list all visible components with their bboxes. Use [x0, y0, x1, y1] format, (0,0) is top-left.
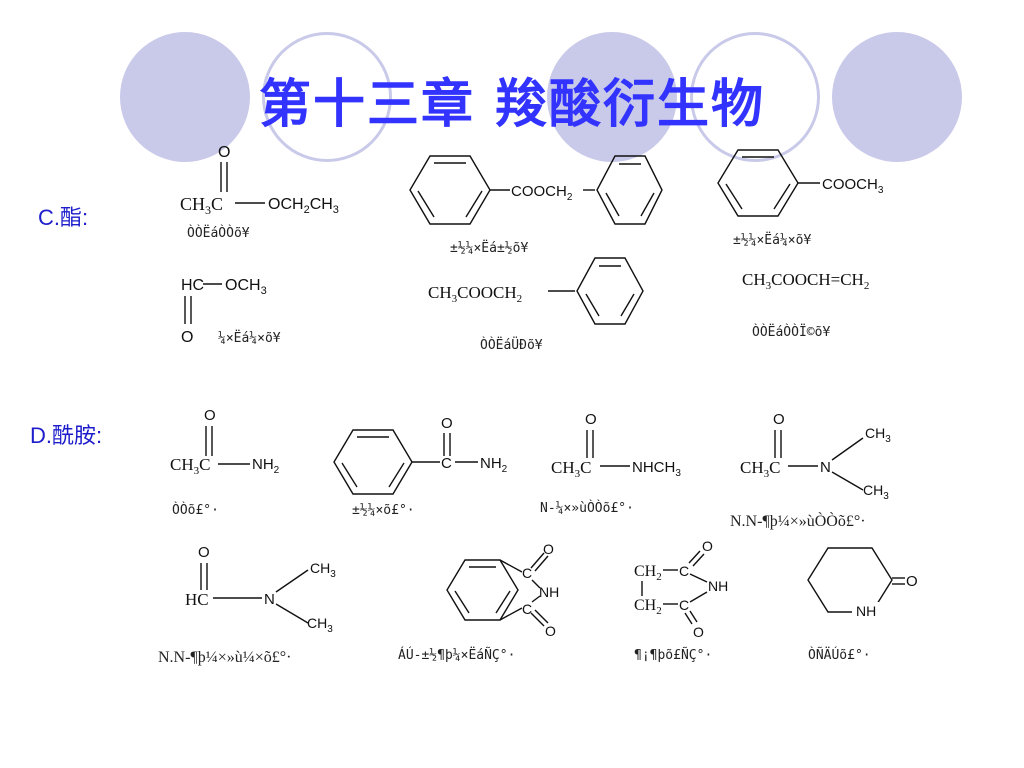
svg-text:O: O	[773, 411, 785, 428]
section-amides-label: D.酰胺:	[30, 423, 103, 448]
svg-text:CH3: CH3	[307, 615, 333, 635]
svg-text:C: C	[679, 563, 689, 579]
structure-succinimide: CH2 C O CH2 C O NH	[634, 538, 728, 640]
structure-ethyl-acetate: O CH3C OCH2CH3	[180, 144, 339, 217]
svg-text:OCH3: OCH3	[225, 277, 267, 297]
svg-text:COOCH3: COOCH3	[822, 176, 884, 196]
svg-text:NH: NH	[856, 603, 876, 619]
structure-benzamide: O C NH2	[333, 415, 508, 495]
svg-text:O: O	[198, 544, 210, 561]
svg-text:CH3COOCH2: CH3COOCH2	[428, 283, 522, 305]
svg-text:C: C	[679, 597, 689, 613]
caption-benzyl-acetate: ÒÒËáÜÐõ¥	[480, 338, 543, 353]
svg-text:NH: NH	[539, 584, 559, 600]
caption-vinyl-acetate: ÒÒËáÒÒÏ©õ¥	[752, 325, 831, 340]
svg-text:C: C	[441, 455, 452, 472]
decor-circle-4	[690, 32, 820, 162]
structure-nn-dimethylacetamide: O CH3C N CH3 CH3	[740, 411, 891, 502]
svg-text:CH3: CH3	[863, 482, 889, 502]
svg-text:C: C	[522, 601, 532, 617]
svg-text:O: O	[906, 573, 918, 590]
caption-ethyl-acetate: ÒÒËáÒÒõ¥	[187, 226, 250, 241]
structure-phthalimide: C C O O NH	[446, 541, 559, 639]
structure-benzyl-acetate: CH3COOCH2	[428, 257, 644, 325]
caption-acetamide: ÒÒõ£°·	[172, 503, 219, 518]
svg-text:O: O	[204, 407, 216, 424]
svg-text:NH: NH	[708, 578, 728, 594]
structure-methyl-formate: HC OCH3 O	[181, 277, 267, 346]
svg-text:CH3: CH3	[310, 560, 336, 580]
svg-text:CH2: CH2	[634, 563, 662, 583]
structure-benzyl-benzoate: COOCH2	[409, 155, 663, 225]
caption-succinimide: ¶¡¶þõ£ÑÇ°·	[634, 648, 713, 663]
structure-nn-dimethylformamide: O HC N CH3 CH3	[185, 544, 336, 635]
svg-text:NH2: NH2	[252, 456, 280, 476]
svg-text:N: N	[264, 591, 275, 608]
svg-text:O: O	[545, 623, 556, 639]
decor-circle-3	[547, 32, 677, 162]
svg-text:CH3C: CH3C	[180, 194, 223, 217]
svg-text:CH3: CH3	[865, 425, 891, 445]
caption-methyl-benzoate: ±½¼×Ëá¼×õ¥	[733, 233, 812, 248]
svg-text:NHCH3: NHCH3	[632, 459, 681, 479]
svg-text:C: C	[522, 565, 532, 581]
caption-phthalimide: ÁÚ-±½¶þ¼×ËáÑÇ°·	[398, 648, 516, 663]
svg-text:O: O	[543, 541, 554, 557]
decor-circle-5	[832, 32, 962, 162]
slide-title: 第十三章 羧酸衍生物	[258, 75, 766, 135]
svg-text:O: O	[702, 538, 713, 554]
svg-text:COOCH2: COOCH2	[511, 183, 573, 203]
structure-valerolactam: O NH	[807, 547, 918, 619]
svg-text:CH2: CH2	[634, 597, 662, 617]
caption-methyl-formate: ¼×Ëá¼×õ¥	[218, 331, 281, 346]
svg-text:O: O	[441, 415, 453, 432]
structure-acetamide: O CH3C NH2	[170, 407, 280, 477]
decor-circle-1	[120, 32, 250, 162]
caption-nn-dimethylacetamide: N.N-¶þ¼×»ùÒÒõ£°·	[730, 513, 866, 530]
caption-valerolactam: ÒÑÄÚõ£°·	[808, 648, 871, 663]
svg-text:O: O	[585, 411, 597, 428]
svg-text:O: O	[693, 624, 704, 640]
structure-vinyl-acetate: CH3COOCH=CH2	[742, 270, 869, 292]
svg-text:O: O	[181, 329, 193, 346]
caption-benzamide: ±½¼×õ£°·	[352, 503, 415, 518]
decor-circle-2	[262, 32, 392, 162]
svg-text:N: N	[820, 459, 831, 476]
caption-n-methylacetamide: N-¼×»ùÒÒõ£°·	[540, 501, 634, 516]
caption-nn-dimethylformamide: N.N-¶þ¼×»ù¼×õ£°·	[158, 649, 292, 666]
svg-text:CH3C: CH3C	[170, 455, 210, 477]
structure-n-methylacetamide: O CH3C NHCH3	[551, 411, 681, 480]
structure-methyl-benzoate: COOCH3	[717, 149, 884, 217]
svg-text:OCH2CH3: OCH2CH3	[268, 196, 339, 216]
svg-text:CH3COOCH=CH2: CH3COOCH=CH2	[742, 270, 869, 292]
svg-text:HC: HC	[185, 590, 209, 609]
svg-text:NH2: NH2	[480, 455, 508, 475]
svg-text:HC: HC	[181, 277, 204, 294]
svg-text:CH3C: CH3C	[551, 458, 591, 480]
svg-text:CH3C: CH3C	[740, 458, 780, 480]
caption-benzyl-benzoate: ±½¼×Ëá±½õ¥	[450, 241, 529, 256]
section-esters-label: C.酯:	[38, 205, 89, 230]
svg-text:O: O	[218, 144, 230, 161]
